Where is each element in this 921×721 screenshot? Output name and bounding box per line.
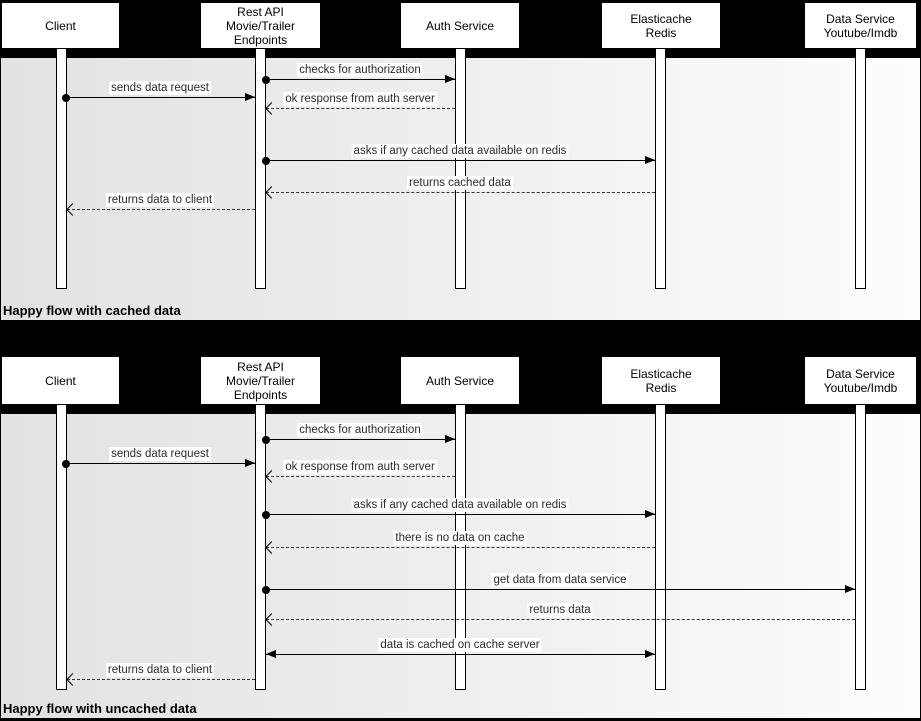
participant-label: Client <box>45 18 76 33</box>
message-label: returns cached data <box>407 176 513 190</box>
message-label: asks if any cached data available on red… <box>351 498 569 512</box>
origin-dot-icon <box>262 157 270 165</box>
arrowhead-right-icon <box>245 459 255 467</box>
arrowhead-right-icon <box>445 435 455 443</box>
participant-client-box: Client <box>2 357 119 404</box>
message-line <box>67 209 255 210</box>
lifeline-dataservice <box>855 48 866 289</box>
origin-dot-icon <box>262 511 270 519</box>
arrowhead-right-icon <box>845 585 855 593</box>
message-line <box>266 547 655 548</box>
lifeline-redis <box>655 404 666 690</box>
message-line <box>67 679 255 680</box>
participant-auth-box: Auth Service <box>401 3 519 48</box>
message-line <box>66 463 255 464</box>
arrowhead-left-icon <box>266 650 276 658</box>
message-label: asks if any cached data available on red… <box>351 144 569 158</box>
message-line <box>266 476 455 477</box>
message-label: sends data request <box>109 447 211 461</box>
participant-auth-box: Auth Service <box>401 357 519 404</box>
origin-dot-icon <box>262 436 270 444</box>
lifeline-restapi <box>255 48 266 289</box>
message-line <box>266 192 655 193</box>
message-line <box>266 160 655 161</box>
message-label: data is cached on cache server <box>378 638 542 652</box>
arrowhead-right-icon <box>645 650 655 658</box>
message-label: checks for authorization <box>297 423 423 437</box>
lifeline-client <box>56 48 67 289</box>
message-label: returns data to client <box>105 193 215 207</box>
message-line <box>266 108 455 109</box>
message-label: ok response from auth server <box>283 460 437 474</box>
origin-dot-icon <box>262 586 270 594</box>
message-label: ok response from auth server <box>283 92 437 106</box>
lifeline-redis <box>655 48 666 289</box>
message-line <box>266 79 455 80</box>
arrowhead-right-icon <box>245 93 255 101</box>
flow-caption-cached: Happy flow with cached data <box>3 303 181 318</box>
participant-label: Auth Service <box>425 18 495 33</box>
message-line <box>66 97 255 98</box>
origin-dot-icon <box>262 76 270 84</box>
message-line <box>266 514 655 515</box>
message-line <box>266 589 855 590</box>
participant-label: Client <box>45 373 76 388</box>
message-label: checks for authorization <box>297 63 423 77</box>
flow-caption-uncached: Happy flow with uncached data <box>3 701 197 716</box>
arrowhead-right-icon <box>645 510 655 518</box>
lifeline-dataservice <box>855 404 866 690</box>
lifeline-restapi <box>255 404 266 690</box>
origin-dot-icon <box>62 460 70 468</box>
message-label: sends data request <box>109 81 211 95</box>
message-label: returns data to client <box>105 663 215 677</box>
participant-client-box: Client <box>2 3 119 48</box>
message-line <box>266 619 855 620</box>
lifeline-client <box>56 404 67 690</box>
message-line <box>266 439 455 440</box>
participant-label: Auth Service <box>425 373 495 388</box>
message-label: there is no data on cache <box>393 531 527 545</box>
origin-dot-icon <box>62 94 70 102</box>
arrowhead-right-icon <box>645 156 655 164</box>
lifeline-auth <box>455 48 466 289</box>
message-label: get data from data service <box>491 573 629 587</box>
message-label: returns data <box>527 603 593 617</box>
arrowhead-right-icon <box>445 75 455 83</box>
message-line <box>266 654 655 655</box>
